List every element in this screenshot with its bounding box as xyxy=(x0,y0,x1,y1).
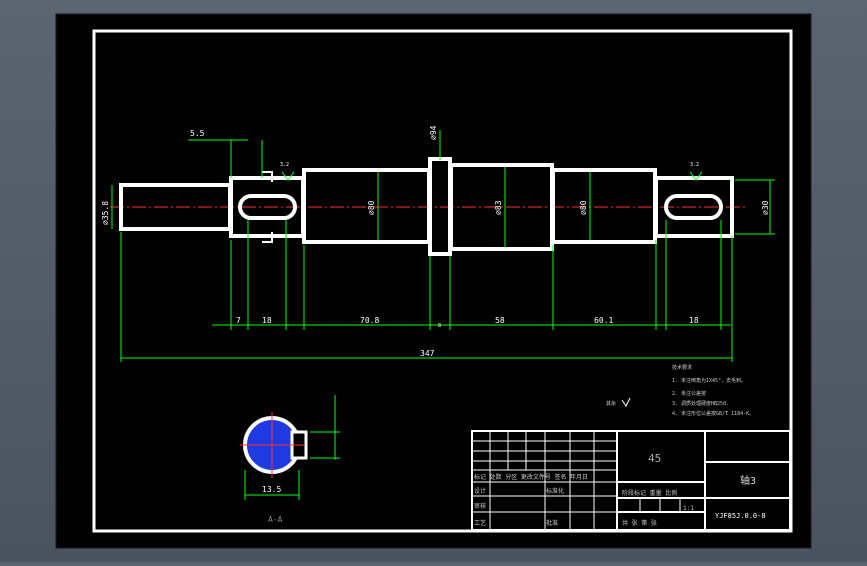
label-approve: 批准 xyxy=(546,519,558,527)
title-block-grid xyxy=(472,431,681,530)
label-process: 工艺 xyxy=(474,519,486,527)
svg-text:2. 未注公差按: 2. 未注公差按 xyxy=(672,390,706,397)
scale: 1:1 xyxy=(683,505,694,512)
dim-dia-left: ⌀35.8 xyxy=(101,201,110,225)
tech-requirements: 技术要求 1. 未注倒角为1X45°，去毛刺。 2. 未注公差按 3. 调质处理… xyxy=(672,364,754,417)
roughness-value-1: 3.2 xyxy=(280,162,289,168)
surface-finish-symbol xyxy=(621,397,631,407)
dim-dia-mid2: ⌀83 xyxy=(494,200,503,215)
dim-d3: 18 xyxy=(262,316,272,325)
dim-d1: 5.5 xyxy=(190,129,205,138)
dim-d8: 18 xyxy=(689,316,699,325)
dim-d5: 8 xyxy=(438,323,441,329)
title-block-header: 标记 处数 分区 更改文件号 签名 年月日 xyxy=(474,473,588,481)
dimension-lines xyxy=(111,130,775,362)
part-title: 轴3 xyxy=(740,474,756,487)
drawing-number: YJF85J.0.0-8 xyxy=(715,512,766,520)
stage-labels: 阶段标记 重量 比例 xyxy=(622,489,677,497)
roughness-symbol-right xyxy=(689,171,703,181)
dim-overall: 347 xyxy=(420,349,435,358)
section-view: 13.5 A-A xyxy=(240,395,340,524)
dim-d4: 70.8 xyxy=(360,316,379,325)
svg-text:技术要求: 技术要求 xyxy=(672,364,692,371)
dim-d2: 7 xyxy=(236,316,241,325)
label-audit: 审核 xyxy=(474,502,486,510)
title-block xyxy=(471,430,791,531)
dim-d6: 58 xyxy=(495,316,505,325)
svg-text:4. 未注形位公差按GB/T 1184-K。: 4. 未注形位公差按GB/T 1184-K。 xyxy=(672,410,754,417)
dim-dia-mid1: ⌀80 xyxy=(367,200,376,215)
material: 45 xyxy=(648,452,661,465)
keyway-left xyxy=(238,194,297,220)
dim-d7: 60.1 xyxy=(594,316,613,325)
section-mark xyxy=(262,171,273,243)
dim-dia-mid3: ⌀80 xyxy=(579,200,588,215)
keyway-right xyxy=(664,194,723,220)
surface-finish-note: 其余 xyxy=(606,400,616,407)
label-standard: 标准化 xyxy=(546,487,564,495)
roughness-symbol-left xyxy=(281,171,295,181)
drawing-background xyxy=(55,13,812,549)
sheet-info: 共 张 第 张 xyxy=(622,519,657,527)
dim-dia-right: ⌀30 xyxy=(761,200,770,215)
label-design: 设计 xyxy=(474,487,486,495)
svg-text:1. 未注倒角为1X45°，去毛刺。: 1. 未注倒角为1X45°，去毛刺。 xyxy=(672,377,746,384)
section-width: 13.5 xyxy=(262,485,281,494)
roughness-value-2: 3.2 xyxy=(690,162,699,168)
dim-dia-collar: ⌀94 xyxy=(429,125,438,140)
svg-text:3. 调质处理硬度HB250.: 3. 调质处理硬度HB250. xyxy=(672,400,729,407)
drawing-frame xyxy=(92,29,793,533)
section-label: A-A xyxy=(268,515,283,524)
dimension-texts: 5.5 7 18 70.8 8 58 60.1 18 347 ⌀35.8 ⌀80… xyxy=(101,125,770,358)
